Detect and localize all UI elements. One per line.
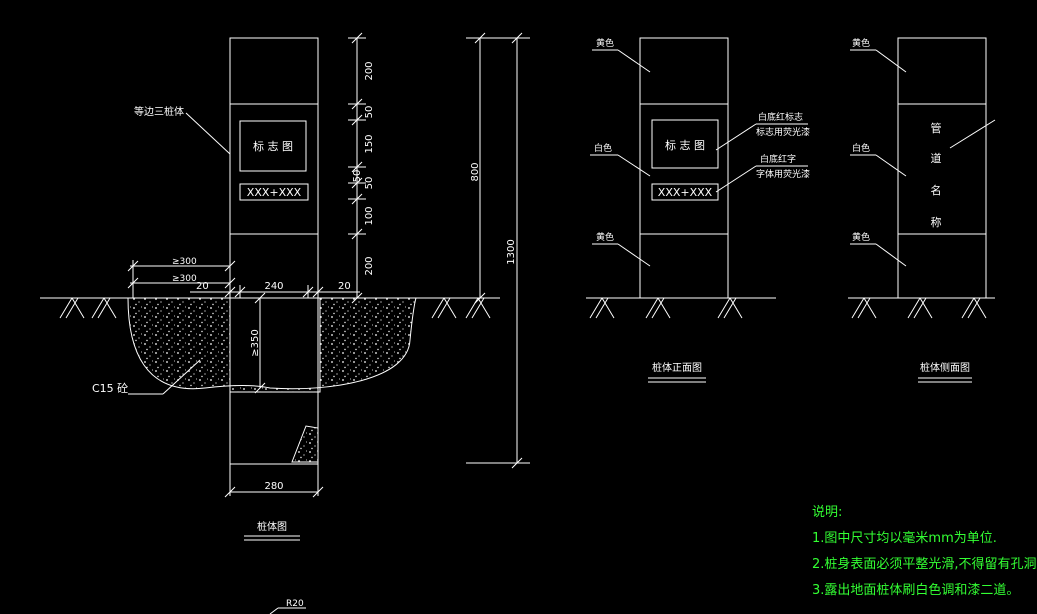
side-caption: 桩体侧面图 bbox=[920, 361, 970, 374]
dim-20-left: 20 bbox=[196, 281, 209, 292]
callout-body-label: 等边三桩体 bbox=[134, 105, 184, 118]
side-label-white: 白色 bbox=[852, 142, 870, 154]
leader-body bbox=[185, 112, 231, 155]
dim-r20: R20 bbox=[286, 599, 304, 609]
front-note1-line1: 白底红标志 bbox=[758, 111, 803, 123]
front-sign-panel bbox=[651, 119, 719, 169]
dim-240: 240 bbox=[264, 281, 283, 292]
bottom-rubble bbox=[291, 425, 319, 463]
notes-item-1: 1.图中尺寸均以毫米mm为单位. bbox=[812, 531, 997, 546]
side-vertical-char-3: 名 bbox=[931, 183, 942, 197]
dim-v-50-a: 50 bbox=[364, 106, 375, 119]
dim-v-50-c: 50 bbox=[364, 177, 375, 190]
side-vertical-char-4: 称 bbox=[931, 215, 942, 229]
front-note2-line1: 白底红字 bbox=[760, 153, 796, 165]
side-label-yellow-top: 黄色 bbox=[852, 37, 870, 49]
front-code-text: XXX+XXX bbox=[658, 186, 713, 199]
front-sign-text: 标 志 图 bbox=[665, 138, 705, 152]
side-vertical-char-1: 管 bbox=[931, 121, 942, 135]
front-code-panel bbox=[651, 183, 719, 201]
front-note2-line2: 字体用荧光漆 bbox=[756, 168, 810, 180]
dim-v-100: 100 bbox=[364, 206, 375, 225]
leader-concrete bbox=[162, 359, 201, 395]
drawing-canvas: 等边三桩体 C15 砼 标 志 图 XXX+XXX 200 50 150 50 … bbox=[40, 32, 996, 614]
front-pile bbox=[639, 37, 729, 299]
front-label-yellow-bottom: 黄色 bbox=[596, 231, 614, 243]
dim-20-right: 20 bbox=[338, 281, 351, 292]
concrete-footing bbox=[127, 297, 417, 393]
dim-ticks-vertical bbox=[348, 32, 366, 304]
dim-v-50-b: 50 bbox=[352, 170, 363, 183]
dim-300-b: ≥300 bbox=[172, 274, 197, 284]
dim-v-150: 150 bbox=[364, 134, 375, 153]
main-view bbox=[40, 32, 530, 614]
main-sign-text: 标 志 图 bbox=[253, 139, 293, 153]
ground-hatch bbox=[59, 297, 491, 319]
main-caption: 桩体图 bbox=[257, 520, 287, 533]
side-pile bbox=[897, 37, 987, 299]
notes-item-3: 3.露出地面桩体刷白色调和漆二道。 bbox=[812, 583, 1020, 598]
front-note1-line2: 标志用荧光漆 bbox=[756, 126, 810, 138]
code-panel bbox=[239, 183, 309, 201]
front-caption: 桩体正面图 bbox=[652, 361, 702, 374]
side-vertical-char-2: 道 bbox=[931, 151, 942, 165]
notes-block: 说明: 1.图中尺寸均以毫米mm为单位. 2.桩身表面必须平整光滑,不得留有孔洞… bbox=[812, 500, 1037, 604]
dim-v-200-bottom: 200 bbox=[364, 256, 375, 275]
dim-1300: 1300 bbox=[506, 239, 517, 264]
notes-item-2: 2.桩身表面必须平整光滑,不得留有孔洞 bbox=[812, 557, 1037, 572]
side-view bbox=[848, 37, 996, 383]
dim-800: 800 bbox=[470, 162, 481, 181]
pile-body bbox=[229, 37, 319, 465]
callout-concrete-label: C15 砼 bbox=[92, 382, 128, 395]
dim-280: 280 bbox=[264, 481, 283, 492]
sign-panel bbox=[239, 120, 307, 172]
main-code-text: XXX+XXX bbox=[247, 186, 302, 199]
front-view bbox=[586, 37, 808, 383]
dim-v-200-top: 200 bbox=[364, 61, 375, 80]
notes-title: 说明: bbox=[812, 505, 843, 520]
front-label-yellow-top: 黄色 bbox=[596, 37, 614, 49]
dim-350: ≥350 bbox=[250, 329, 261, 356]
side-label-yellow-bottom: 黄色 bbox=[852, 231, 870, 243]
front-label-white: 白色 bbox=[594, 142, 612, 154]
dim-300-a: ≥300 bbox=[172, 257, 197, 267]
